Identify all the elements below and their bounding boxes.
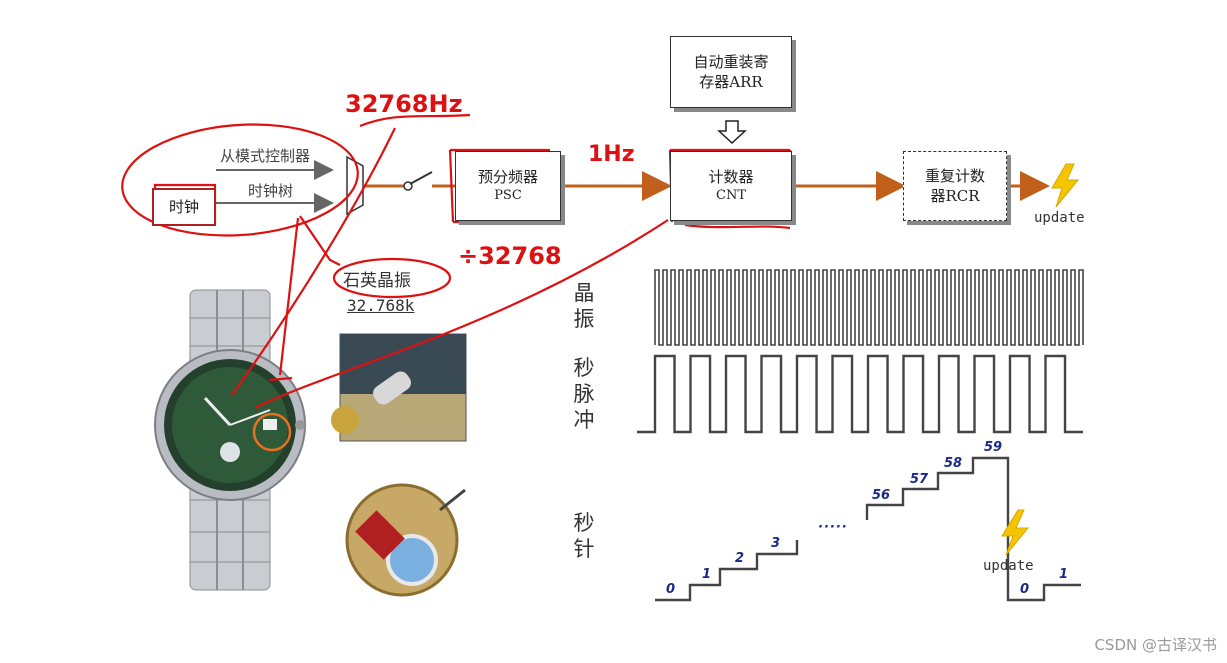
arr-label-line1: 自动重装寄 [693,52,768,72]
pulse-waveform [637,356,1083,432]
crystal-freq-label: 32.768k [347,296,414,315]
arr-label-line2: 存器ARR [699,72,762,92]
lightning-icon-bottom [1002,510,1028,555]
step-number-57: 57 [910,472,928,487]
step-number-56: 56 [872,488,890,503]
lightning-icon-top [1052,164,1078,207]
cnt-label-line1: 计数器 [708,167,753,187]
step-number-0-wrap: 0 [1020,582,1029,597]
rcr-label-line1: 重复计数 [925,166,985,186]
step-number-0: 0 [666,582,675,597]
movement-photo [347,485,465,595]
annotation-freq-in: 32768Hz [345,90,463,118]
staircase-right [867,458,1081,600]
cnt-box: 计数器 CNT [670,151,792,221]
update-label-bottom: update [983,558,1034,574]
step-number-1-wrap: 1 [1059,567,1068,582]
step-number-58: 58 [944,456,962,471]
crystal-photo [331,334,466,441]
rcr-box: 重复计数 器RCR [903,151,1007,221]
psc-label-line2: PSC [494,187,522,205]
arr-to-cnt-arrow [719,121,745,143]
clock-tree-label: 时钟树 [248,180,293,201]
rcr-label-line2: 器RCR [930,186,979,206]
row-label-pulse: 秒脉冲 [572,355,596,433]
row-label-crystal: 晶振 [572,280,596,332]
step-ellipsis: ····· [818,520,848,535]
psc-box: 预分频器 PSC [455,151,561,221]
step-number-3: 3 [771,536,780,551]
switch-blade [410,172,432,184]
step-number-59: 59 [984,440,1002,455]
crystal-name-label: 石英晶振 [343,266,411,291]
psc-label-line1: 预分频器 [478,167,538,187]
annotation-divider: ÷32768 [458,242,562,270]
arr-box: 自动重装寄 存器ARR [670,36,792,108]
cnt-label-line2: CNT [716,187,746,205]
clock-label: 时钟 [169,197,199,217]
update-label-top: update [1034,210,1085,226]
step-number-1: 1 [702,567,711,582]
crystal-waveform [655,270,1083,345]
step-number-2: 2 [735,551,744,566]
row-label-second-hand: 秒针 [572,510,596,562]
watch-illustration [155,290,305,590]
annotation-freq-out: 1Hz [588,142,635,167]
slave-mode-label: 从模式控制器 [220,145,310,166]
clock-box: 时钟 [152,188,216,226]
watermark: CSDN @古译汉书 [1094,634,1217,655]
